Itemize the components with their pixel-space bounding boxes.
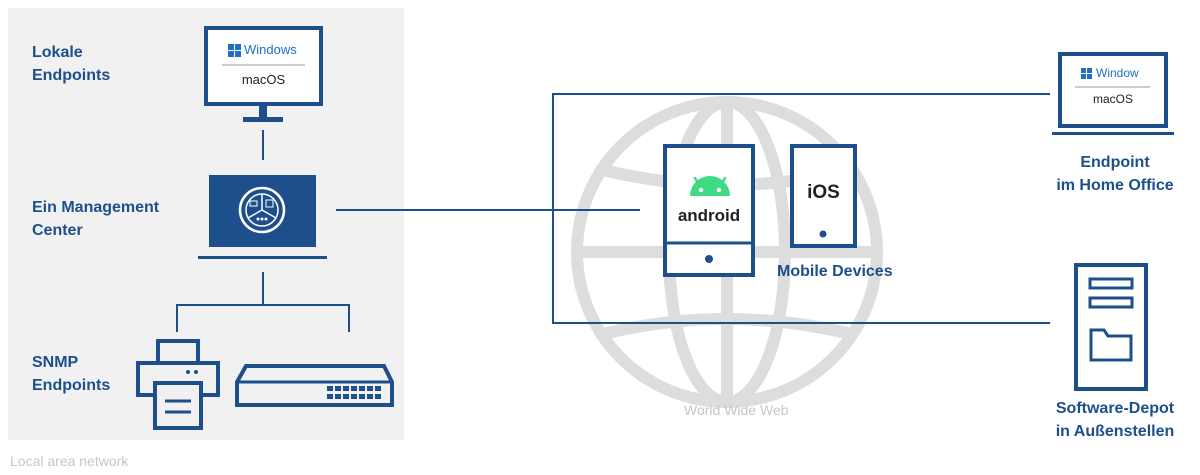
snmp-endpoints-label: SNMP Endpoints <box>32 354 111 394</box>
home-office-label: Endpoint im Home Office <box>1056 154 1174 194</box>
android-label: android <box>677 206 741 225</box>
windows-logo-icon <box>1081 68 1092 79</box>
android-robot-icon <box>690 176 730 196</box>
connector-www-remote <box>552 93 1050 324</box>
printer-icon <box>136 339 220 430</box>
laptop-macos-text: macOS <box>1092 92 1133 106</box>
laptop-windows-text: Window <box>1096 66 1139 80</box>
software-depot-label: Software-Depot in Außenstellen <box>1055 400 1175 440</box>
android-device-icon <box>663 144 755 277</box>
management-center-label: Ein Management Center <box>32 199 160 239</box>
www-label: World Wide Web <box>684 402 789 418</box>
management-center-icon <box>198 175 327 259</box>
server-icon <box>1074 263 1148 391</box>
network-switch-icon <box>235 364 394 407</box>
mobile-devices-label: Mobile Devices <box>777 263 893 280</box>
monitor-windows-text: Windows <box>244 42 297 57</box>
ios-label: iOS <box>807 182 840 203</box>
desktop-monitor-icon <box>204 26 323 122</box>
remote-laptop-icon <box>1052 52 1174 135</box>
lan-label: Local area network <box>10 453 129 469</box>
monitor-macos-text: macOS <box>241 72 286 87</box>
local-endpoints-label: Lokale Endpoints <box>32 44 111 84</box>
ios-device-icon <box>790 144 857 248</box>
connector-snmp-branch <box>176 304 350 332</box>
windows-logo-icon <box>228 44 241 57</box>
